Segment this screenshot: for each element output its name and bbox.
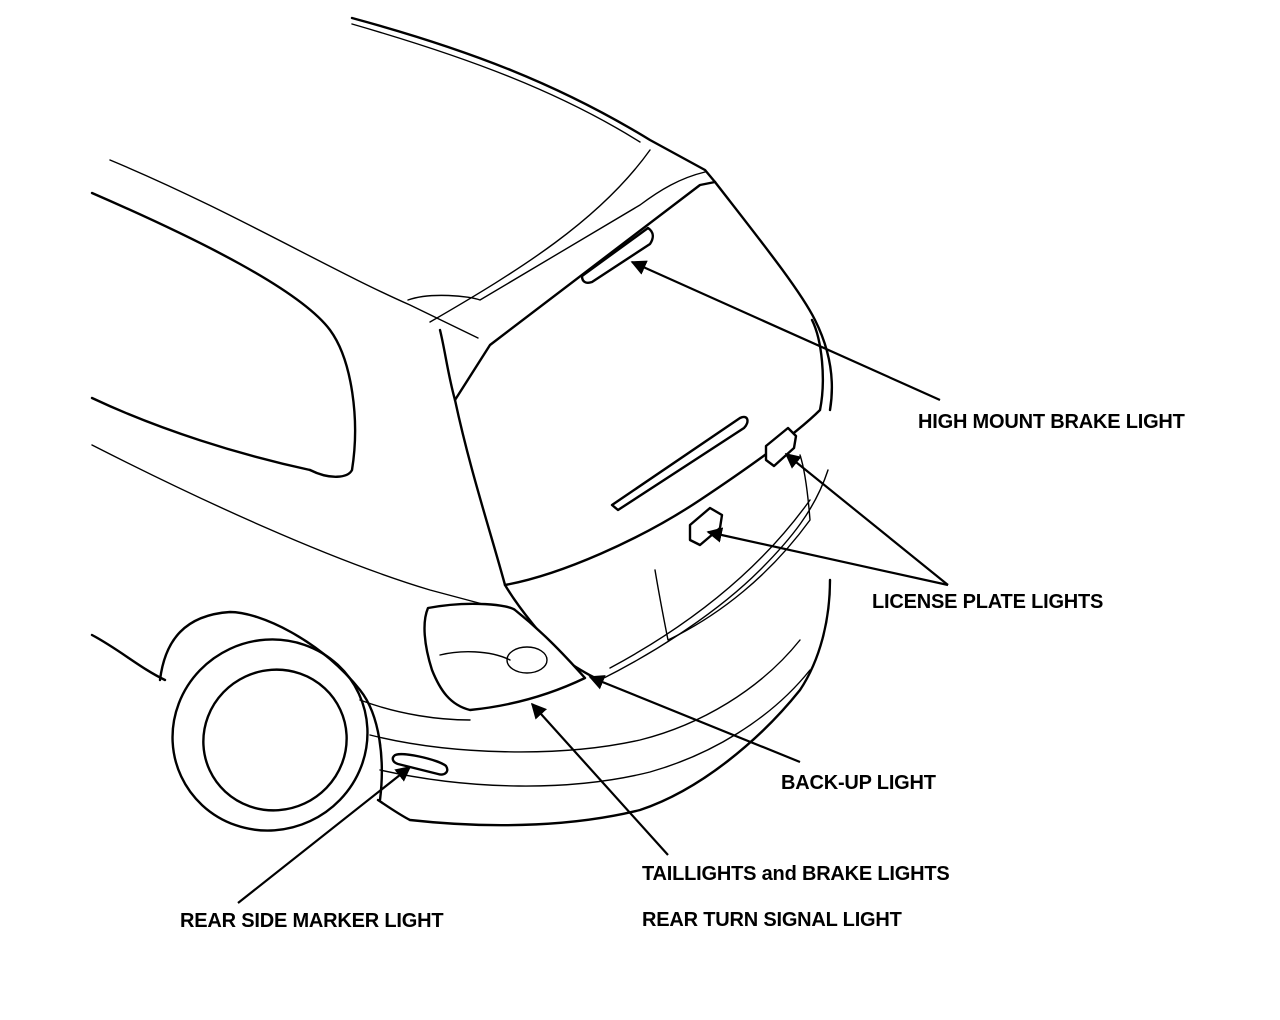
rear-side-marker-light-label: REAR SIDE MARKER LIGHT [180, 910, 444, 932]
high-mount-brake-light-label: HIGH MOUNT BRAKE LIGHT [918, 411, 1185, 433]
back-up-light-label: BACK-UP LIGHT [781, 772, 936, 794]
license-plate-lights-label: LICENSE PLATE LIGHTS [872, 591, 1104, 613]
rear-wiper [610, 415, 749, 512]
rear-side-marker-lamp [391, 752, 449, 776]
license-plate-leader-right [784, 453, 949, 586]
back-up-leader [588, 675, 801, 764]
taillight-assembly [423, 602, 587, 712]
high-mount-brake-light-lamp [580, 226, 654, 284]
rear-side-marker-leader [237, 766, 412, 904]
leader-lines [237, 260, 949, 904]
rear-turn-signal-light-label: REAR TURN SIGNAL LIGHT [642, 909, 902, 931]
high-mount-leader [630, 260, 941, 402]
taillights-leader [530, 702, 669, 856]
license-plate-leader-left [706, 527, 949, 587]
taillights-brake-lights-label: TAILLIGHTS and BRAKE LIGHTS [642, 863, 950, 885]
car-outline [90, 16, 833, 832]
